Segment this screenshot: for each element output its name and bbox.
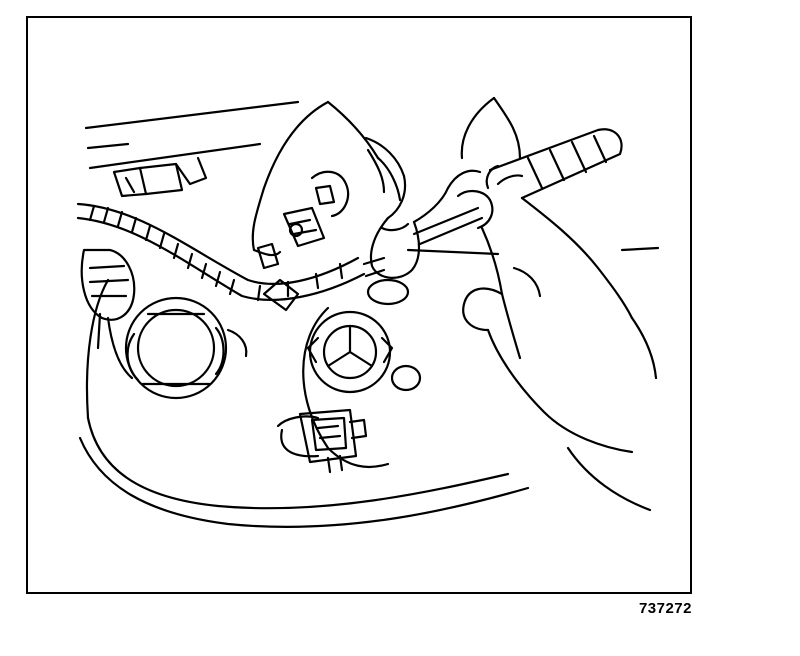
headlamp-bulb-removal-illustration <box>76 96 660 528</box>
body-panel-lines <box>84 100 660 256</box>
left-hand <box>251 100 482 279</box>
upper-bulb-and-bracket <box>256 170 350 312</box>
screwdriver <box>412 128 623 246</box>
figure-id-label: 737272 <box>638 600 692 617</box>
center-bulb-socket <box>306 278 422 394</box>
lower-connector <box>298 408 368 474</box>
illustration-frame <box>26 16 692 594</box>
headlamp-housing <box>78 278 530 528</box>
left-bulb-socket <box>80 248 248 400</box>
wiring-harness <box>76 202 386 302</box>
retaining-bracket <box>112 156 208 198</box>
right-hand <box>460 96 658 512</box>
